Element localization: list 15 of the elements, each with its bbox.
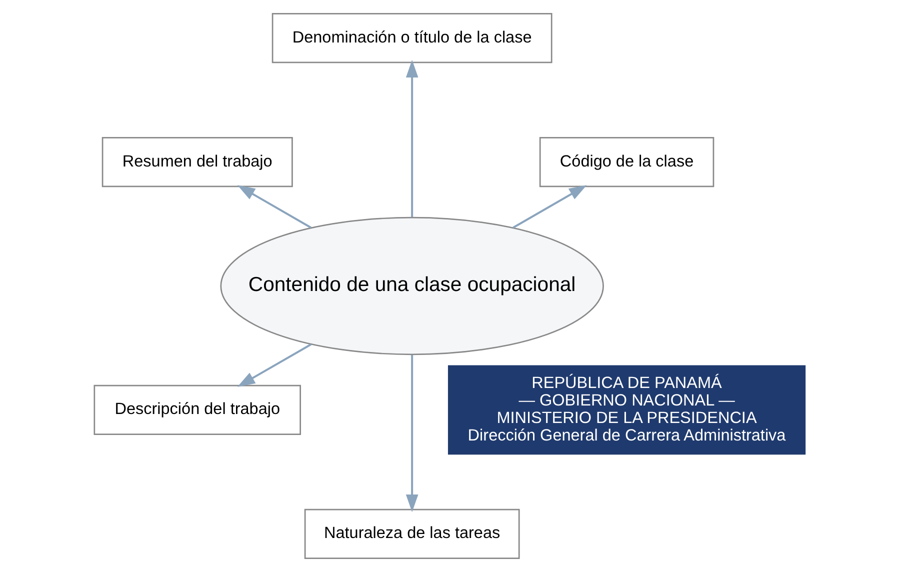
node-box: Denominación o título de la clase [272,13,552,64]
node-ellipse: Contenido de una clase ocupacional [220,216,604,356]
node-box: Código de la clase [539,136,714,188]
node-box: Descripción del trabajo [94,384,301,436]
arrow [237,343,312,387]
node-box: Resumen del trabajo [102,136,293,188]
arrow [512,185,587,229]
label: REPÚBLICA DE PANAMÁ [532,374,722,392]
node-box: Naturaleza de las tareas [304,508,520,559]
arrow [406,60,418,217]
label: Dirección General de Carrera Administrativa [468,426,786,445]
arrow [237,185,312,229]
label: — GOBIERNO NACIONAL — [518,391,735,410]
arrow [406,355,418,512]
label: MINISTERIO DE LA PRESIDENCIA [496,408,757,427]
